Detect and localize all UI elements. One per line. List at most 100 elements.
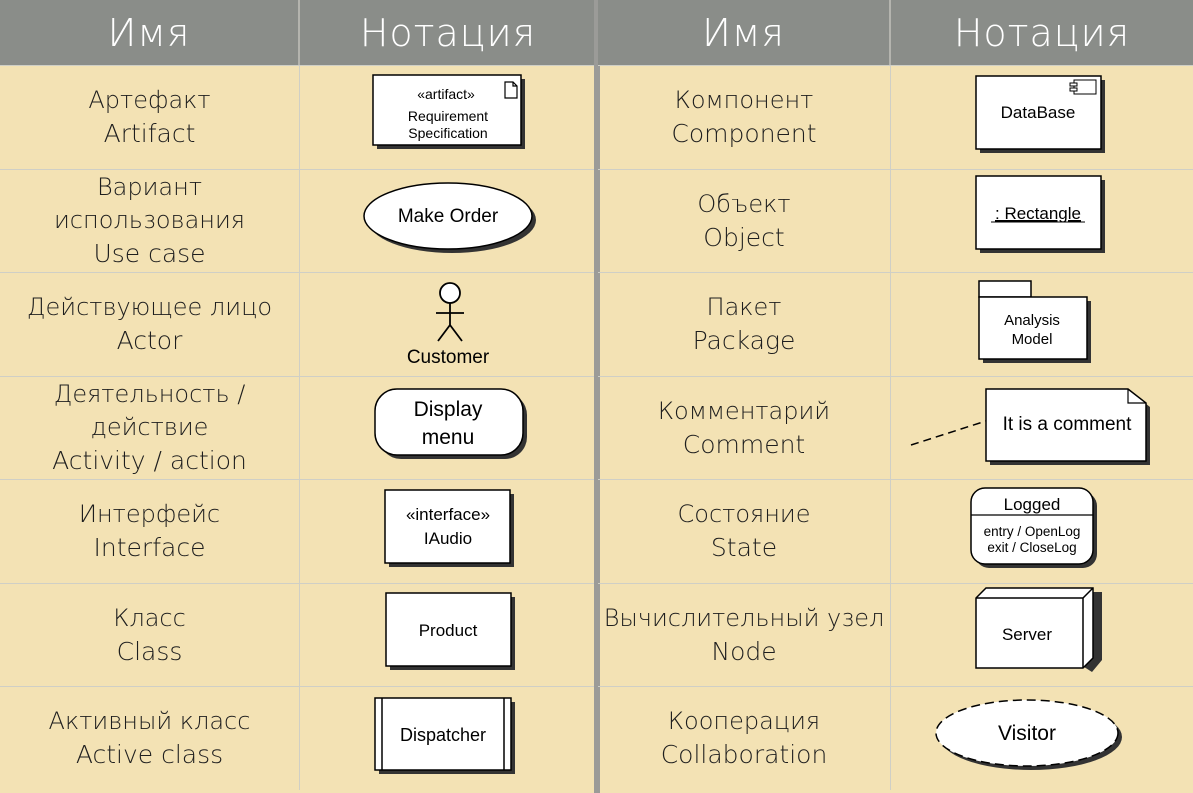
header-notation: Нотация (953, 10, 1131, 55)
svg-text:Logged: Logged (1004, 495, 1061, 514)
header-notation: Нотация (359, 10, 537, 55)
header-name: Имя (0, 0, 300, 65)
element-name: Действующее лицо Actor (0, 273, 300, 376)
element-name: Пакет Package (598, 273, 891, 376)
name-ru: Пакет (706, 293, 782, 322)
notation-cell: Make Order (300, 170, 596, 273)
svg-text:Analysis: Analysis (1004, 312, 1060, 329)
notation-cell: Visitor (891, 687, 1193, 790)
name-ru: Вычислительный узел (603, 603, 885, 632)
svg-text:IAudio: IAudio (424, 529, 472, 548)
element-name: Класс Class (0, 583, 300, 686)
element-name: Деятельность / действие Activity / actio… (0, 376, 300, 479)
element-name: Комментарий Comment (598, 376, 891, 479)
svg-text:Requirement: Requirement (408, 108, 488, 124)
notation-cell: Analysis Model (891, 273, 1193, 376)
table-row: Вариант использования Use case Make Orde… (0, 168, 596, 273)
table-row: Комментарий Comment It is a comment (598, 375, 1193, 480)
state-notation: Logged entry / OpenLog exit / CloseLog (970, 487, 1097, 568)
table-row: Вычислительный узел Node Server (598, 582, 1193, 687)
svg-text:Server: Server (1002, 625, 1052, 644)
element-name: Объект Object (598, 169, 891, 272)
name-en: Actor (116, 326, 183, 356)
component-notation: DataBase (975, 75, 1105, 153)
svg-text:Product: Product (419, 621, 478, 640)
object-notation: : Rectangle (975, 174, 1105, 253)
svg-text:Display: Display (414, 398, 483, 421)
table-row: Класс Class Product (0, 582, 596, 687)
table-row: Компонент Component DataBase (598, 65, 1193, 169)
name-ru: Объект (697, 189, 791, 218)
name-ru: Состояние (677, 500, 811, 529)
component-icon (1069, 79, 1097, 95)
collaboration-notation: Visitor (935, 699, 1122, 770)
name-ru: Вариант использования (54, 173, 245, 235)
svg-text:: Rectangle: : Rectangle (995, 204, 1081, 223)
notation-cell: Display menu (300, 377, 596, 480)
name-ru: Класс (113, 603, 186, 632)
center-divider (594, 0, 600, 793)
element-name: Вариант использования Use case (0, 169, 300, 272)
svg-text:Visitor: Visitor (998, 722, 1056, 745)
table-row: Объект Object : Rectangle (598, 168, 1193, 272)
svg-text:Model: Model (1012, 331, 1053, 348)
name-ru: Комментарий (657, 396, 831, 425)
name-en: Object (703, 222, 785, 252)
activity-notation: Display menu (374, 387, 527, 459)
notation-cell: «artifact» Requirement Specification (300, 66, 596, 169)
name-ru: Деятельность / действие (53, 380, 246, 442)
name-en: State (710, 533, 778, 563)
element-name: Активный класс Active class (0, 687, 300, 790)
svg-text:menu: menu (422, 426, 475, 449)
name-en: Comment (682, 429, 806, 459)
name-en: Node (711, 636, 777, 666)
element-name: Состояние State (598, 480, 891, 583)
element-name: Артефакт Artifact (0, 66, 300, 169)
notation-cell: «interface» IAudio (300, 480, 596, 583)
interface-notation: «interface» IAudio (384, 489, 514, 567)
document-icon (504, 81, 518, 99)
name-en: Artifact (103, 119, 196, 149)
element-name: Интерфейс Interface (0, 480, 300, 583)
stick-figure-icon (436, 282, 464, 342)
name-ru: Интерфейс (78, 500, 221, 529)
notation-cell: Server (891, 584, 1193, 687)
table-header: Имя Нотация (598, 0, 1193, 65)
comment-notation: It is a comment (910, 387, 1150, 465)
name-en: Activity / action (52, 446, 247, 476)
actor-notation: Customer (407, 282, 490, 368)
table-row: Артефакт Artifact «artifact» Requirement… (0, 65, 596, 169)
name-en: Collaboration (660, 740, 828, 770)
name-ru: Действующее лицо (26, 293, 273, 322)
notation-cell: Product (300, 584, 596, 687)
table-row: Кооперация Collaboration Visitor (598, 686, 1193, 790)
svg-text:It is a comment: It is a comment (1003, 414, 1133, 435)
use-case-notation: Make Order (363, 181, 536, 253)
svg-text:entry / OpenLog: entry / OpenLog (984, 524, 1081, 539)
anchor-line (910, 419, 987, 446)
stereotype: «interface» (406, 505, 490, 524)
notation-cell: Customer (300, 273, 596, 376)
table-row: Состояние State Logged entry / OpenLog e… (598, 479, 1193, 583)
name-en: Class (116, 636, 183, 666)
name-ru: Кооперация (667, 707, 821, 736)
svg-text:DataBase: DataBase (1001, 103, 1076, 122)
active-class-notation: Dispatcher (374, 697, 515, 774)
name-en: Interface (93, 533, 206, 563)
right-table: Имя Нотация Компонент Component DataBas (598, 0, 1193, 793)
class-notation: Product (385, 591, 515, 670)
name-ru: Компонент (674, 86, 814, 115)
table-header: Имя Нотация (0, 0, 596, 65)
svg-text:Specification: Specification (408, 125, 487, 141)
element-name: Компонент Component (598, 66, 891, 169)
node-notation: Server (975, 586, 1102, 672)
name-ru: Артефакт (88, 86, 211, 115)
table-row: Действующее лицо Actor Customer (0, 272, 596, 376)
name-en: Active class (75, 740, 224, 770)
notation-cell: It is a comment (891, 377, 1193, 480)
notation-cell: Logged entry / OpenLog exit / CloseLog (891, 480, 1193, 583)
svg-text:Dispatcher: Dispatcher (400, 725, 486, 745)
table-row: Активный класс Active class Dispatcher (0, 686, 596, 790)
notation-cell: DataBase (891, 66, 1193, 169)
